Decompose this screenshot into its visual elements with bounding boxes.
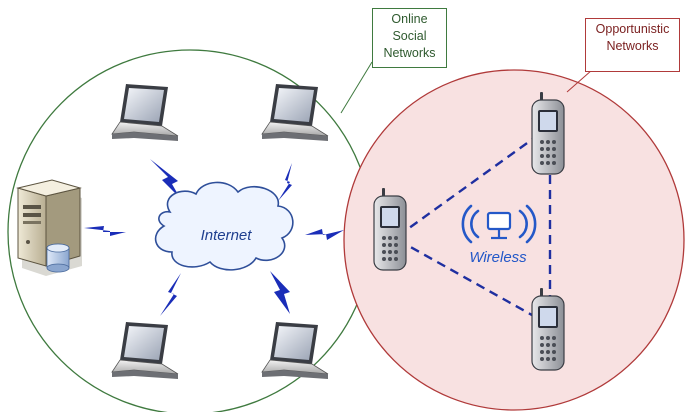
opp-label-line: Networks <box>606 39 659 53</box>
opp-leader-line <box>566 69 593 93</box>
mobile-phone-icon <box>531 288 565 371</box>
lightning-link-icon <box>150 159 180 198</box>
osn-leader-line <box>340 61 373 114</box>
lightning-link-icon <box>278 163 292 201</box>
opportunistic-networks-circle <box>343 69 685 411</box>
laptop-icon <box>111 322 179 379</box>
wireless-label: Wireless <box>469 249 527 266</box>
lightning-link-icon <box>305 229 344 240</box>
laptop-icon <box>261 322 329 379</box>
online-social-networks-label: Online Social Networks <box>372 8 447 68</box>
internet-label: Internet <box>201 227 253 244</box>
opp-label-line: Opportunistic <box>595 22 670 36</box>
lightning-link-icon <box>270 271 290 314</box>
laptop-icon <box>261 84 329 141</box>
cloud-icon <box>154 181 294 271</box>
server-icon <box>16 179 82 276</box>
osn-label-line: Online <box>391 12 428 26</box>
mobile-phone-icon <box>373 188 407 271</box>
wireless-link-bottom <box>397 238 549 326</box>
mobile-phone-icon <box>531 92 565 175</box>
osn-label-line: Social <box>392 29 427 43</box>
lightning-link-icon <box>84 226 126 236</box>
wireless-network-icon <box>461 204 537 244</box>
laptop-icon <box>111 84 179 141</box>
osn-label-line: Networks <box>383 46 436 60</box>
wireless-network-node <box>486 211 512 240</box>
opportunistic-networks-label: Opportunistic Networks <box>585 18 680 72</box>
wireless-link-top <box>397 127 549 237</box>
